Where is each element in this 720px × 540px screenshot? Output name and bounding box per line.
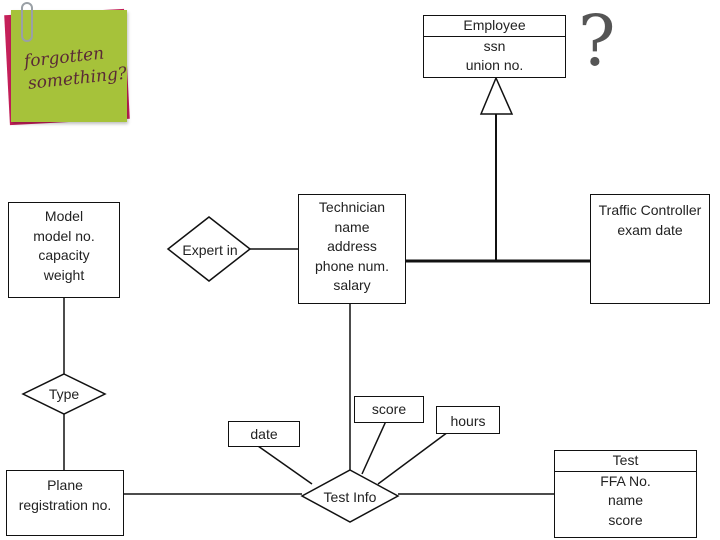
date-attribute: date bbox=[228, 421, 300, 447]
model-attr-capacity: capacity bbox=[38, 247, 90, 263]
employee-title: Employee bbox=[424, 16, 565, 37]
plane-attr-registration-no: registration no. bbox=[18, 496, 112, 513]
question-mark-icon: ? bbox=[578, 0, 616, 82]
test-attr-score: score bbox=[608, 511, 643, 528]
test-attr-ffa-no: FFA No. bbox=[600, 472, 651, 489]
expert-in-diamond bbox=[166, 216, 252, 282]
score-label: score bbox=[371, 401, 407, 417]
technician-attr-phone: phone num. bbox=[315, 257, 389, 274]
test-info-label: Test Info bbox=[323, 489, 377, 505]
technician-attr-salary: salary bbox=[333, 277, 371, 293]
technician-title: Technician bbox=[318, 199, 386, 215]
hours-testinfo-line bbox=[377, 431, 449, 485]
date-label: date bbox=[250, 426, 278, 442]
hours-attribute: hours bbox=[436, 406, 500, 434]
expert-in-label: Expert in bbox=[182, 242, 238, 258]
date-testinfo-line bbox=[257, 445, 313, 485]
traffic-controller-attr-exam-date: exam date bbox=[617, 221, 683, 238]
employee-attr-ssn: ssn bbox=[483, 37, 506, 54]
score-attribute: score bbox=[354, 396, 424, 423]
paper-clip-icon bbox=[21, 2, 33, 42]
technician-attr-address: address bbox=[327, 238, 377, 254]
traffic-controller-title: Traffic Controller bbox=[598, 202, 702, 218]
test-info-diamond bbox=[300, 469, 400, 523]
plane-title: Plane bbox=[47, 477, 83, 493]
type-diamond bbox=[21, 373, 107, 415]
technician-entity: Technician name address phone num. salar… bbox=[298, 194, 406, 304]
model-attr-model-no: model no. bbox=[33, 227, 95, 244]
hours-label: hours bbox=[450, 413, 486, 429]
sticky-note-paper bbox=[11, 10, 127, 122]
plane-entity: Plane registration no. bbox=[6, 470, 124, 536]
test-attr-name: name bbox=[607, 492, 644, 508]
score-testinfo-line bbox=[361, 420, 387, 475]
model-attr-weight: weight bbox=[43, 266, 85, 283]
traffic-controller-entity: Traffic Controller exam date bbox=[590, 194, 710, 304]
model-entity: Model model no. capacity weight bbox=[8, 202, 120, 298]
isa-triangle bbox=[479, 76, 514, 115]
technician-attr-name: name bbox=[334, 218, 370, 235]
model-title: Model bbox=[44, 208, 84, 224]
employee-entity: Employee ssn union no. bbox=[423, 15, 566, 78]
test-title: Test bbox=[555, 451, 696, 472]
sticky-note: forgotten something? bbox=[4, 2, 131, 126]
type-label: Type bbox=[48, 386, 80, 402]
employee-attr-union-no: union no. bbox=[465, 57, 524, 73]
test-entity: Test FFA No. name score bbox=[554, 450, 697, 538]
